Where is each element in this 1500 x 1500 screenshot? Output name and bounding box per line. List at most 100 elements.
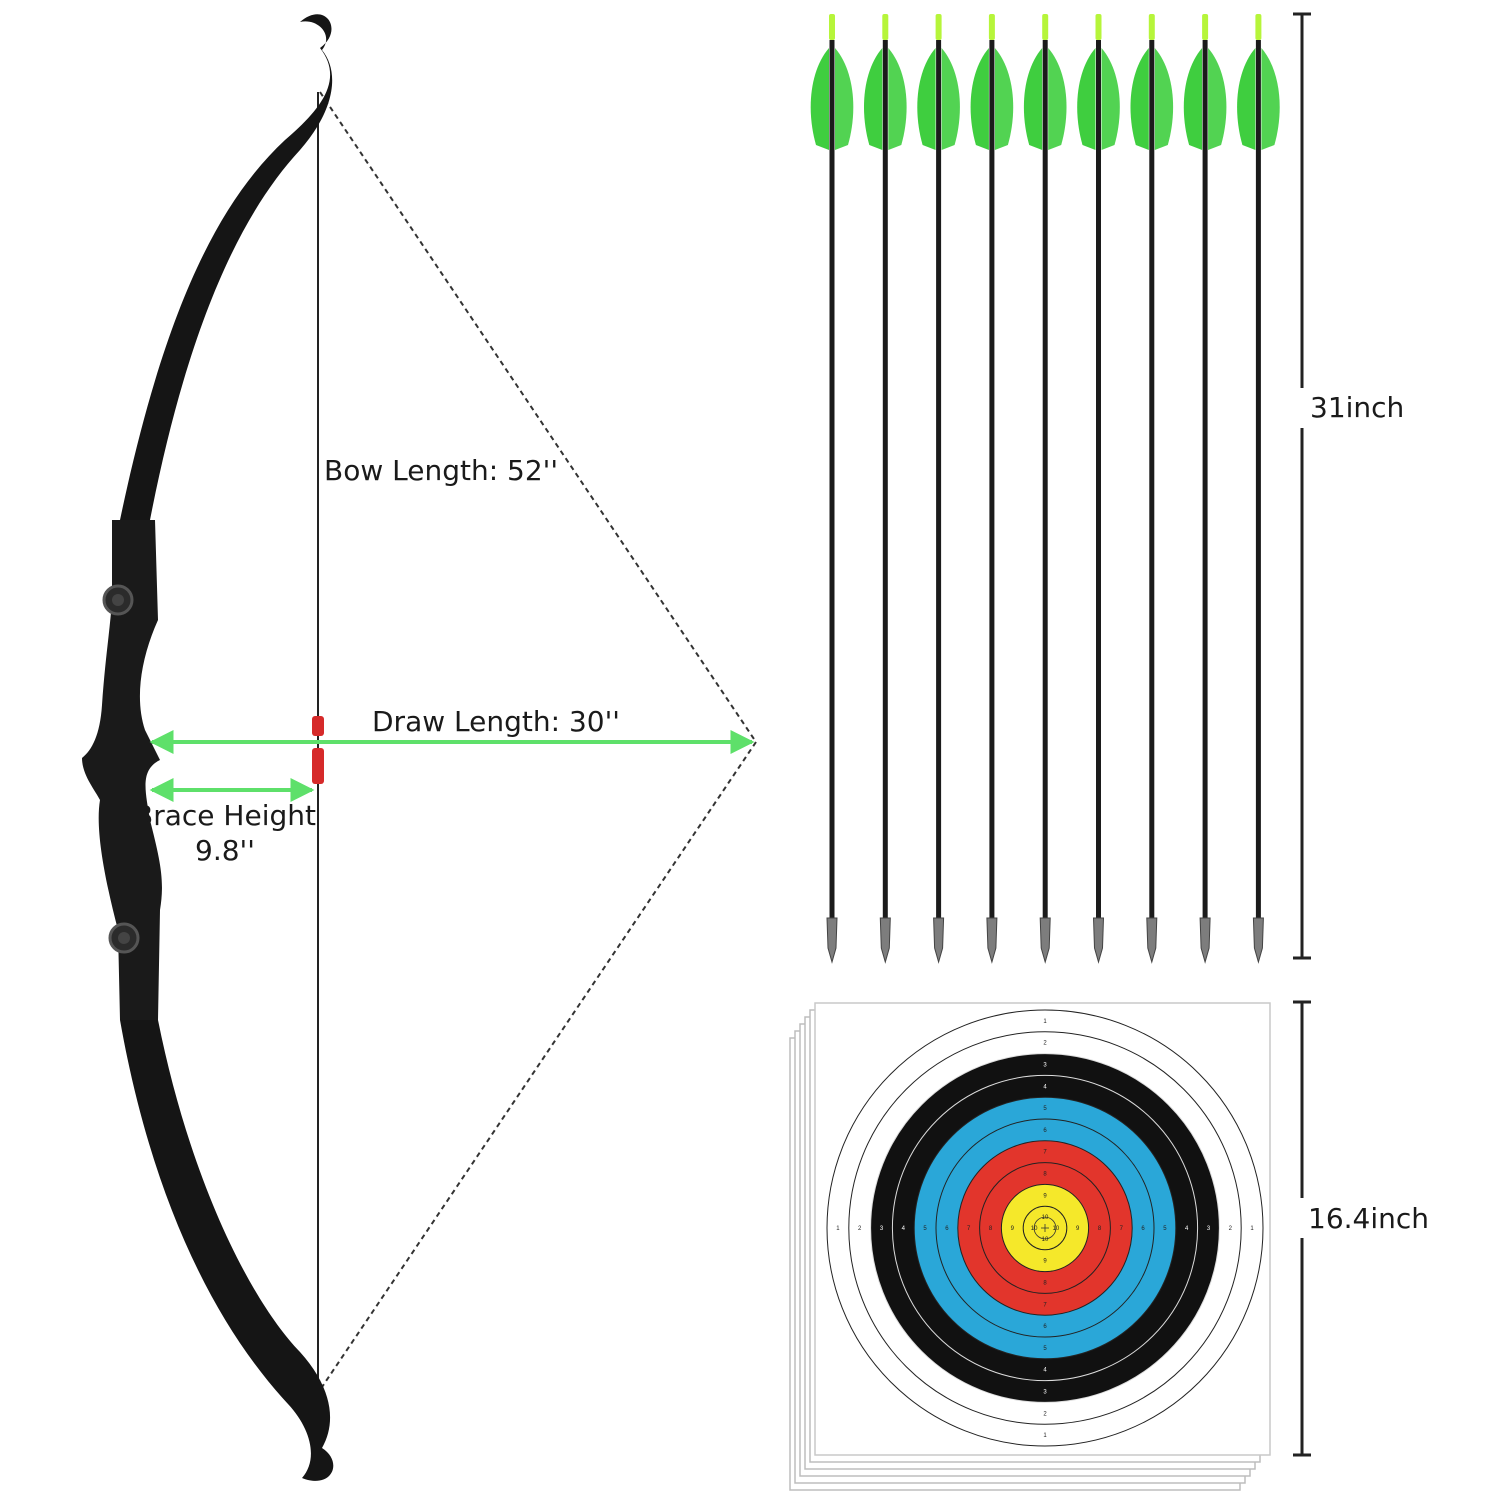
nocking-point-marker [312,716,324,784]
arrow-set [810,14,1280,964]
arrow [917,14,960,964]
arrow-fletching [1130,48,1149,150]
arrow [1023,14,1067,964]
arrow-point [879,917,891,964]
ring-score: 2 [858,1226,862,1232]
arrow-shaft [882,40,888,920]
ring-score: 6 [1043,1128,1047,1134]
arrow-shaft [1096,40,1101,920]
ring-score: 9 [1076,1226,1080,1232]
ring-score: 7 [1120,1226,1124,1232]
ring-score: 2 [1043,1041,1047,1047]
draw-line-bottom [319,741,757,1391]
ring-score: 1 [1250,1226,1254,1232]
arrow-nock [1202,14,1209,40]
arrow-point [1199,917,1211,964]
arrow-nock [1042,14,1049,40]
brace-height-value: 9.8'' [195,834,255,867]
ring-score: 5 [1163,1226,1167,1232]
ring-score: 3 [1043,1390,1047,1396]
arrow-fletching [810,48,829,150]
arrow [1183,14,1227,964]
arrow-point [933,917,945,964]
arrow-fletching [970,48,989,150]
ring-score: 10 [1031,1226,1038,1232]
draw-line-top [319,91,757,743]
ring-score: 7 [1043,1150,1047,1156]
arrow-shaft [989,40,995,920]
arrow-shaft [936,40,942,920]
arrow-fletching [1077,48,1096,150]
arrow [863,14,907,964]
ring-score: 6 [945,1226,949,1232]
ring-score: 4 [1043,1084,1047,1090]
arrow-nock [988,14,995,40]
arrow-point [986,917,998,964]
arrow-nock [1148,14,1155,40]
arrow [970,14,1014,964]
arrow-fletching [1023,48,1043,150]
ring-score: 9 [1043,1259,1047,1265]
ring-score: 1 [836,1226,840,1232]
ring-score: 8 [1043,1281,1047,1287]
arrow [1077,14,1120,964]
arrow-nock [882,14,889,40]
arrow-point [1146,917,1158,964]
ring-score: 10 [1042,1215,1049,1221]
arrow-point [1252,917,1264,964]
ring-score: 4 [902,1226,906,1232]
ring-score: 4 [1185,1226,1189,1232]
arrow [1130,14,1174,964]
arrow-fletching [917,48,936,150]
arrow-length-dimension [1293,12,1311,960]
ring-score: 5 [923,1226,927,1232]
ring-score: 7 [1043,1302,1047,1308]
arrow [810,14,854,964]
ring-score: 3 [1207,1226,1211,1232]
ring-score: 10 [1042,1237,1049,1243]
target-size-label: 16.4inch [1308,1202,1429,1235]
arrow-point [1039,917,1051,964]
ring-score: 10 [1053,1226,1060,1232]
arrow-nock [1255,14,1262,40]
arrow-fletching [1183,48,1203,150]
bow-lower-limb [120,1020,334,1481]
arrow-nock [829,14,835,40]
ring-score: 9 [1011,1226,1015,1232]
arrow-nock [1095,14,1102,40]
ring-score: 8 [989,1226,993,1232]
ring-score: 9 [1043,1193,1047,1199]
ring-score: 5 [1043,1346,1047,1352]
arrow-fletching [863,48,883,150]
ring-score: 1 [1043,1433,1047,1439]
ring-score: 8 [1043,1172,1047,1178]
arrow-point [826,917,838,964]
arrow-nock [935,14,942,40]
draw-length-label: Draw Length: 30'' [372,705,620,738]
ring-score: 5 [1043,1106,1047,1112]
arrow-shaft [1255,40,1261,920]
ring-score: 6 [1141,1226,1145,1232]
brace-height-label: Brace Height [134,799,316,832]
ring-score: 3 [880,1226,884,1232]
arrow-fletching [1237,48,1256,150]
ring-score: 2 [1043,1411,1047,1417]
arrow-length-label: 31inch [1310,391,1404,424]
ring-score: 8 [1098,1226,1102,1232]
arrow-shaft [1149,40,1155,920]
arrow-point [1092,917,1105,964]
bow-length-label: Bow Length: 52'' [324,454,558,487]
ring-score: 3 [1043,1063,1047,1069]
ring-score: 4 [1043,1368,1047,1374]
ring-score: 2 [1229,1226,1233,1232]
ring-score: 7 [967,1226,971,1232]
arrow-shaft [1042,40,1048,920]
arrow-shaft [1202,40,1208,920]
arrow [1237,14,1280,964]
arrow-shaft [829,40,835,920]
recurve-bow: Bow Length: 52'' Draw Length: 30'' Brace… [82,14,757,1481]
bow-riser [82,520,162,1020]
